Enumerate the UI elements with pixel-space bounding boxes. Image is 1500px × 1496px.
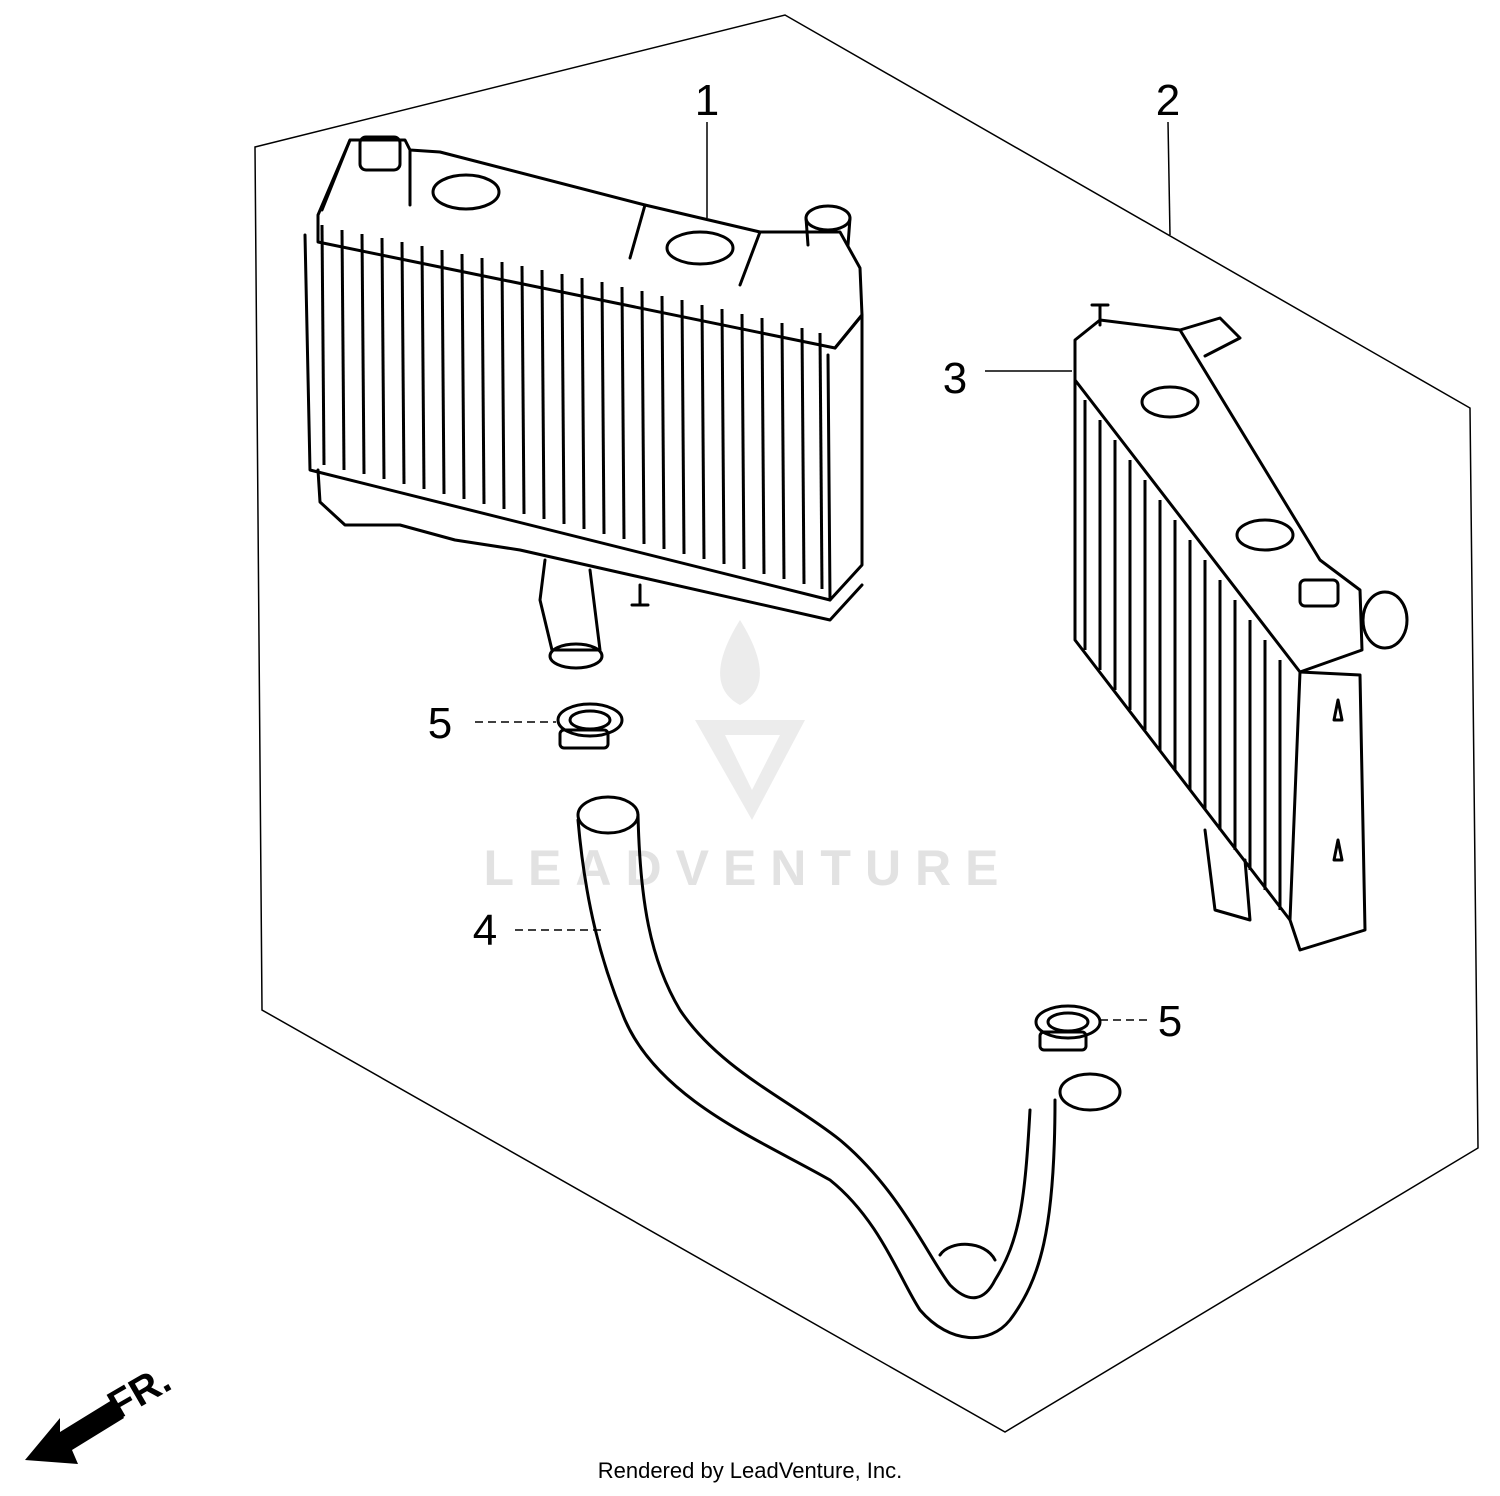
hose-clamp-upper (556, 702, 624, 750)
radiator-left (303, 135, 864, 670)
front-arrow-icon (25, 1400, 124, 1464)
radiator-hose (576, 795, 1122, 1340)
callout-5-upper: 5 (428, 699, 452, 748)
watermark-text: LEADVENTURE (483, 840, 1012, 896)
assembly-frame (254, 14, 1479, 1433)
callout-4: 4 (473, 906, 497, 955)
leadventure-watermark: LEADVENTURE (483, 620, 1012, 896)
radiator-left-core-fins (320, 224, 824, 590)
footer-credit: Rendered by LeadVenture, Inc. (597, 1458, 903, 1483)
callout-1: 1 (695, 76, 719, 125)
radiator-right-core-fins (1083, 400, 1282, 910)
callout-3: 3 (943, 354, 967, 403)
callout-5-lower: 5 (1158, 997, 1182, 1046)
front-direction-indicator: FR. (25, 1357, 178, 1464)
radiator-right (1073, 303, 1409, 952)
hose-clamp-lower (1034, 1004, 1102, 1052)
callout-2: 2 (1156, 76, 1180, 125)
leader-2 (1167, 121, 1171, 236)
